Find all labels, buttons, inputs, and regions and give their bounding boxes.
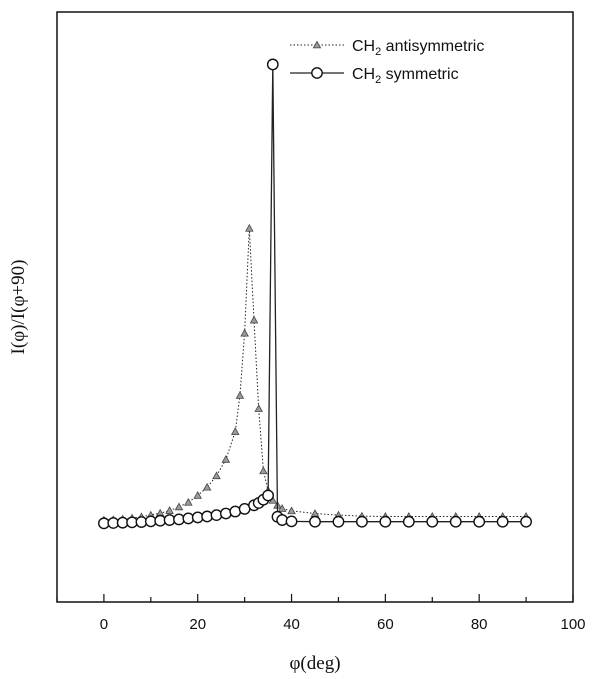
legend-label: CH2 symmetric (352, 66, 459, 86)
data-point (426, 515, 439, 528)
data-point (202, 482, 212, 491)
x-tick-label: 20 (189, 616, 206, 633)
data-point (402, 515, 415, 528)
data-point (266, 58, 279, 71)
x-tick-label: 0 (100, 616, 108, 633)
data-point (165, 506, 174, 514)
data-point (473, 515, 486, 528)
series-0 (99, 223, 531, 524)
x-tick-label: 60 (377, 616, 394, 633)
series-line (103, 228, 527, 521)
x-tick-label: 80 (471, 616, 488, 633)
series-line (103, 64, 527, 524)
legend-entry-0: CH2 antisymmetric (290, 38, 484, 58)
data-point (332, 515, 345, 528)
data-point (310, 509, 320, 517)
data-point (249, 315, 259, 324)
data-point (259, 466, 268, 475)
data-point (496, 515, 509, 528)
data-point (174, 502, 184, 511)
data-point (210, 509, 223, 522)
data-point (184, 497, 193, 506)
series-1 (98, 58, 532, 530)
x-axis: 0 20 40 60 80 100 (56, 594, 586, 633)
data-point (254, 404, 263, 412)
data-point (287, 506, 296, 515)
data-point (449, 515, 462, 528)
data-point (356, 515, 368, 528)
data-point (219, 507, 232, 520)
data-point (221, 454, 231, 463)
series-layer (98, 58, 532, 530)
x-tick-label: 100 (560, 616, 585, 633)
data-point (262, 489, 274, 502)
legend-marker (312, 40, 322, 49)
data-point (309, 515, 321, 528)
data-point (520, 515, 532, 528)
data-point (193, 491, 203, 499)
x-axis-title: φ(deg) (289, 653, 340, 674)
data-point (245, 223, 254, 232)
legend-label: CH2 antisymmetric (352, 38, 484, 58)
data-point (212, 471, 221, 480)
data-point (379, 515, 392, 528)
legend-marker (311, 67, 323, 79)
data-point (240, 328, 249, 337)
data-point (235, 391, 245, 399)
data-point (230, 427, 240, 435)
y-axis-title: I(φ)/I(φ+90) (8, 260, 29, 355)
data-point (285, 515, 298, 528)
plot-frame (56, 11, 574, 603)
legend-entry-1: CH2 symmetric (290, 66, 459, 86)
x-tick-label: 40 (283, 616, 300, 633)
data-point (277, 504, 287, 512)
